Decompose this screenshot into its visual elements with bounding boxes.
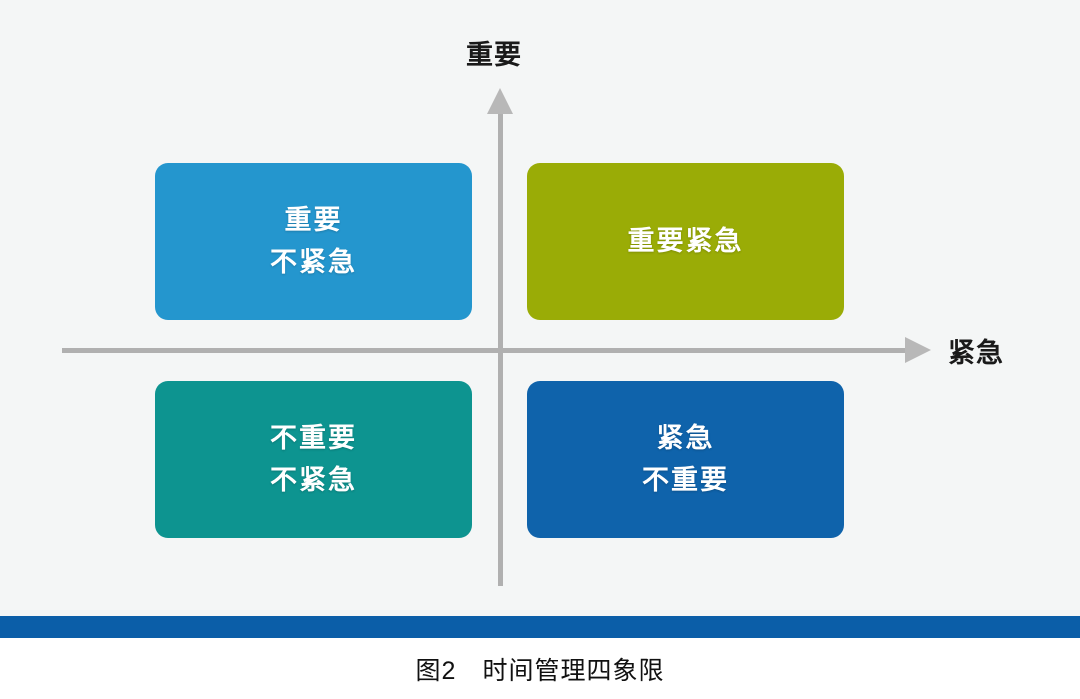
quadrant-face xyxy=(155,163,472,320)
quadrant-face xyxy=(527,163,844,320)
quadrant-label: 重要不紧急 xyxy=(270,204,357,277)
figure-caption: 图2 时间管理四象限 xyxy=(415,656,665,685)
horizontal-axis-label: 紧急 xyxy=(948,338,1004,368)
quadrant-face xyxy=(155,381,472,538)
quadrant-important-urgent[interactable]: 重要紧急 xyxy=(527,163,853,327)
horizontal-axis-line xyxy=(62,348,912,353)
vertical-axis-label: 重要 xyxy=(466,40,522,70)
quadrant-not-important-not-urgent[interactable]: 不重要不紧急 xyxy=(155,381,481,545)
quadrant-important-not-urgent[interactable]: 重要不紧急 xyxy=(155,163,481,327)
vertical-axis-line xyxy=(498,108,503,586)
arrow-up-icon xyxy=(487,88,513,114)
diagram-canvas: 重要 紧急 重要不紧急 重要紧急 不重要不紧急 紧急不重要 xyxy=(62,40,1004,586)
quadrant-label: 紧急不重要 xyxy=(642,422,729,495)
quadrant-urgent-not-important[interactable]: 紧急不重要 xyxy=(527,381,853,545)
quadrant-face xyxy=(527,381,844,538)
quadrant-label: 重要紧急 xyxy=(627,225,744,256)
figure-caption-area: 图2 时间管理四象限 xyxy=(0,638,1080,699)
arrow-right-icon xyxy=(905,337,931,363)
quadrant-label: 不重要不紧急 xyxy=(270,422,357,495)
bottom-divider-bar xyxy=(0,616,1080,638)
